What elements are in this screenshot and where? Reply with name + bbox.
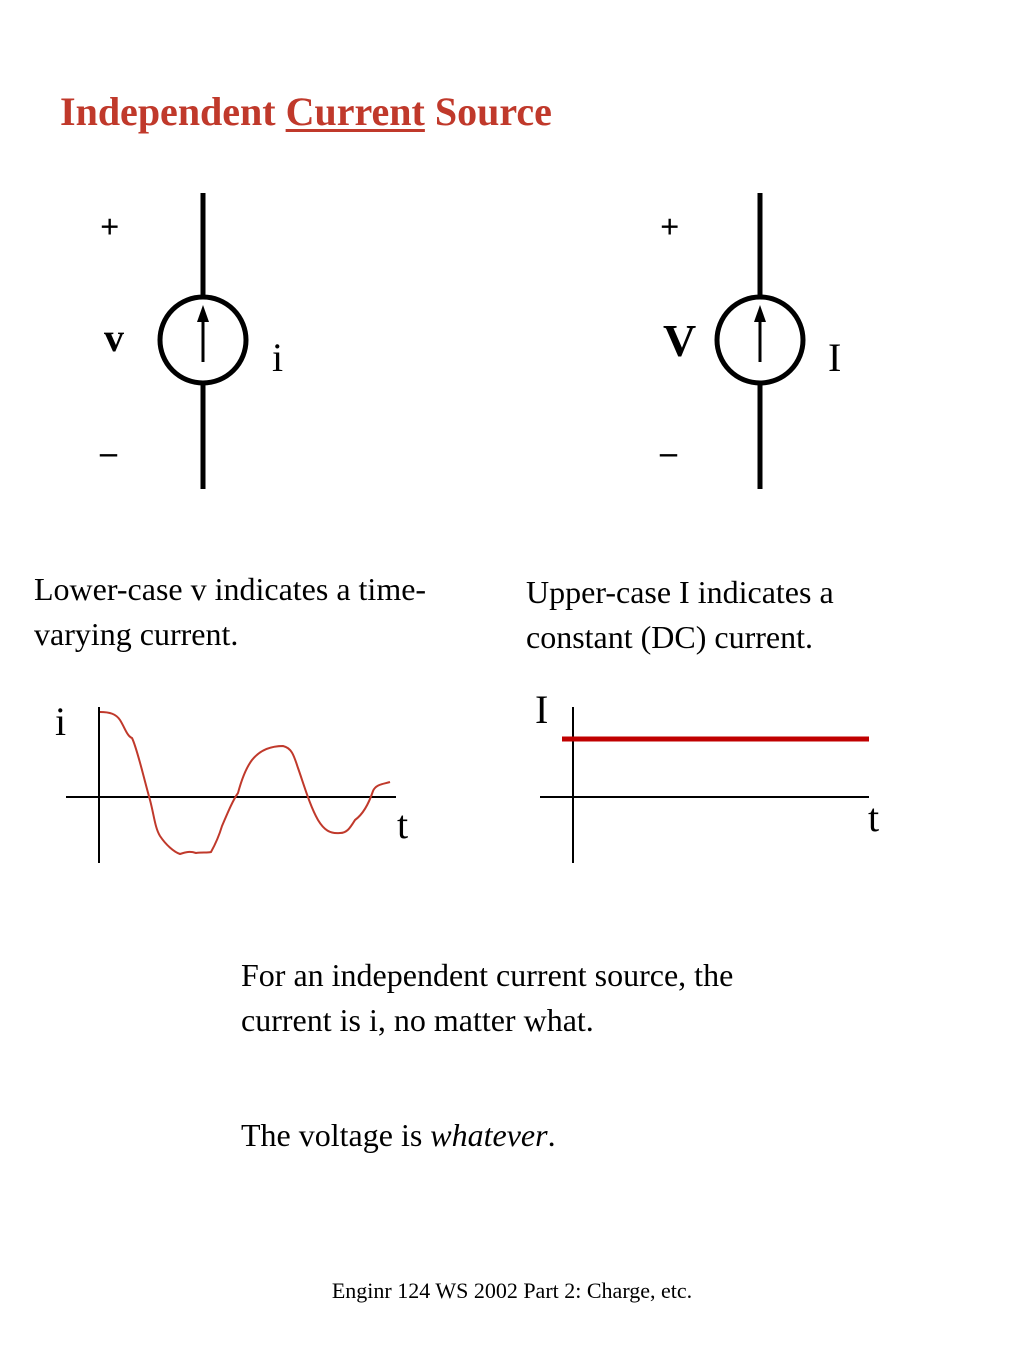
left-current-symbol: i — [272, 335, 284, 380]
note-voltage-emphasis: whatever — [430, 1117, 548, 1153]
left-graph-curve — [99, 711, 391, 856]
right-current-symbol: I — [828, 335, 842, 380]
note-voltage-prefix: The voltage is — [241, 1117, 431, 1153]
left-graph-y-label: i — [55, 699, 67, 744]
right-graph — [540, 707, 869, 863]
note-voltage-suffix: . — [547, 1117, 556, 1153]
footer-text: Enginr 124 WS 2002 Part 2: Charge, etc. — [331, 1278, 693, 1303]
page-title: Independent Current Source — [60, 90, 552, 134]
left-graph-x-label: t — [397, 802, 409, 847]
right-caption: Upper-case I indicates a constant (DC) c… — [526, 574, 834, 655]
right-source-arrow-head — [754, 305, 766, 322]
note-voltage-statement: The voltage is whatever. — [241, 1113, 556, 1158]
left-minus-sign: – — [100, 434, 117, 471]
left-caption: Lower-case v indicates a time-varying cu… — [34, 571, 427, 652]
right-graph-y-label: I — [535, 687, 549, 732]
title-part-source: Source — [424, 89, 552, 134]
right-current-source-symbol — [714, 193, 806, 489]
left-voltage-symbol: v — [104, 315, 124, 360]
left-current-source-symbol — [157, 193, 249, 489]
left-graph — [66, 707, 396, 863]
note-current-statement: For an independent current source, the c… — [241, 957, 734, 1038]
title-part-independent: Independent — [60, 89, 286, 134]
right-plus-sign: + — [660, 209, 680, 246]
right-graph-x-label: t — [868, 795, 880, 840]
right-voltage-symbol: V — [663, 315, 697, 366]
left-source-arrow-head — [197, 305, 209, 322]
left-plus-sign: + — [100, 209, 120, 246]
right-minus-sign: – — [660, 434, 677, 471]
title-part-current: Current — [285, 89, 425, 134]
